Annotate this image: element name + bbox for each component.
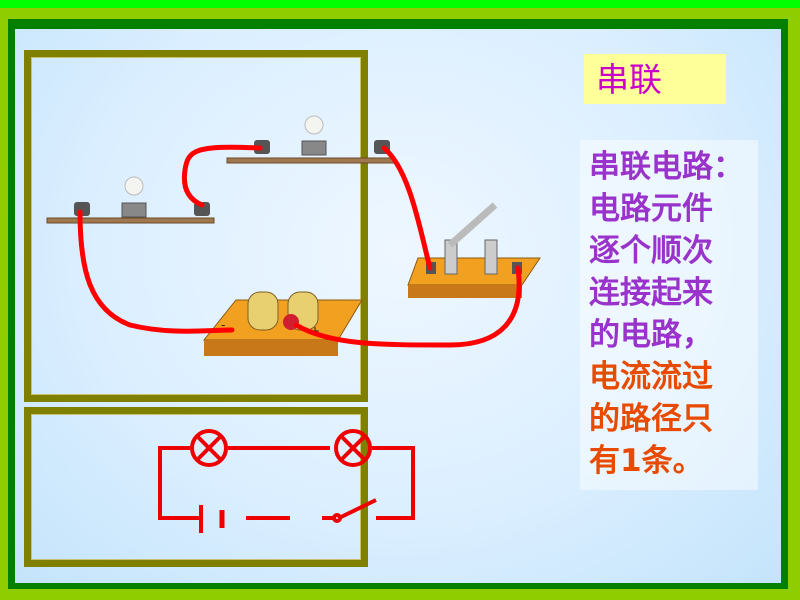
- top-bar: [0, 0, 800, 8]
- definition-line: 连接起来: [589, 275, 713, 311]
- bulb-board-right: [226, 115, 396, 164]
- feature-line: 电流流过: [589, 359, 713, 395]
- definition-line: 逐个顺次: [589, 233, 713, 269]
- bulb-board-left: [46, 176, 215, 224]
- title-box: [584, 54, 726, 104]
- battery-holder: - +: [202, 291, 363, 356]
- schematic-panel: [24, 407, 368, 567]
- definition-line: 的电路，: [589, 317, 713, 353]
- definition-line: 电路元件: [589, 191, 713, 227]
- physical-circuit-panel: [24, 50, 368, 402]
- description-box: [580, 140, 758, 490]
- description-text: 串联电路： 电路元件 逐个顺次 连接起来 的电路， 电流流过 的路径只 有1条。: [589, 146, 764, 482]
- feature-line: 有1条。: [589, 443, 704, 479]
- schematic-diagram: [158, 429, 415, 533]
- slide-background: [15, 29, 781, 583]
- feature-line: 的路径只: [589, 401, 713, 437]
- wires: [77, 144, 522, 348]
- definition-line: 串联电路：: [589, 149, 744, 185]
- negative-label: -: [221, 318, 225, 332]
- knife-switch: [407, 202, 541, 298]
- slide-title: 串联: [596, 60, 662, 99]
